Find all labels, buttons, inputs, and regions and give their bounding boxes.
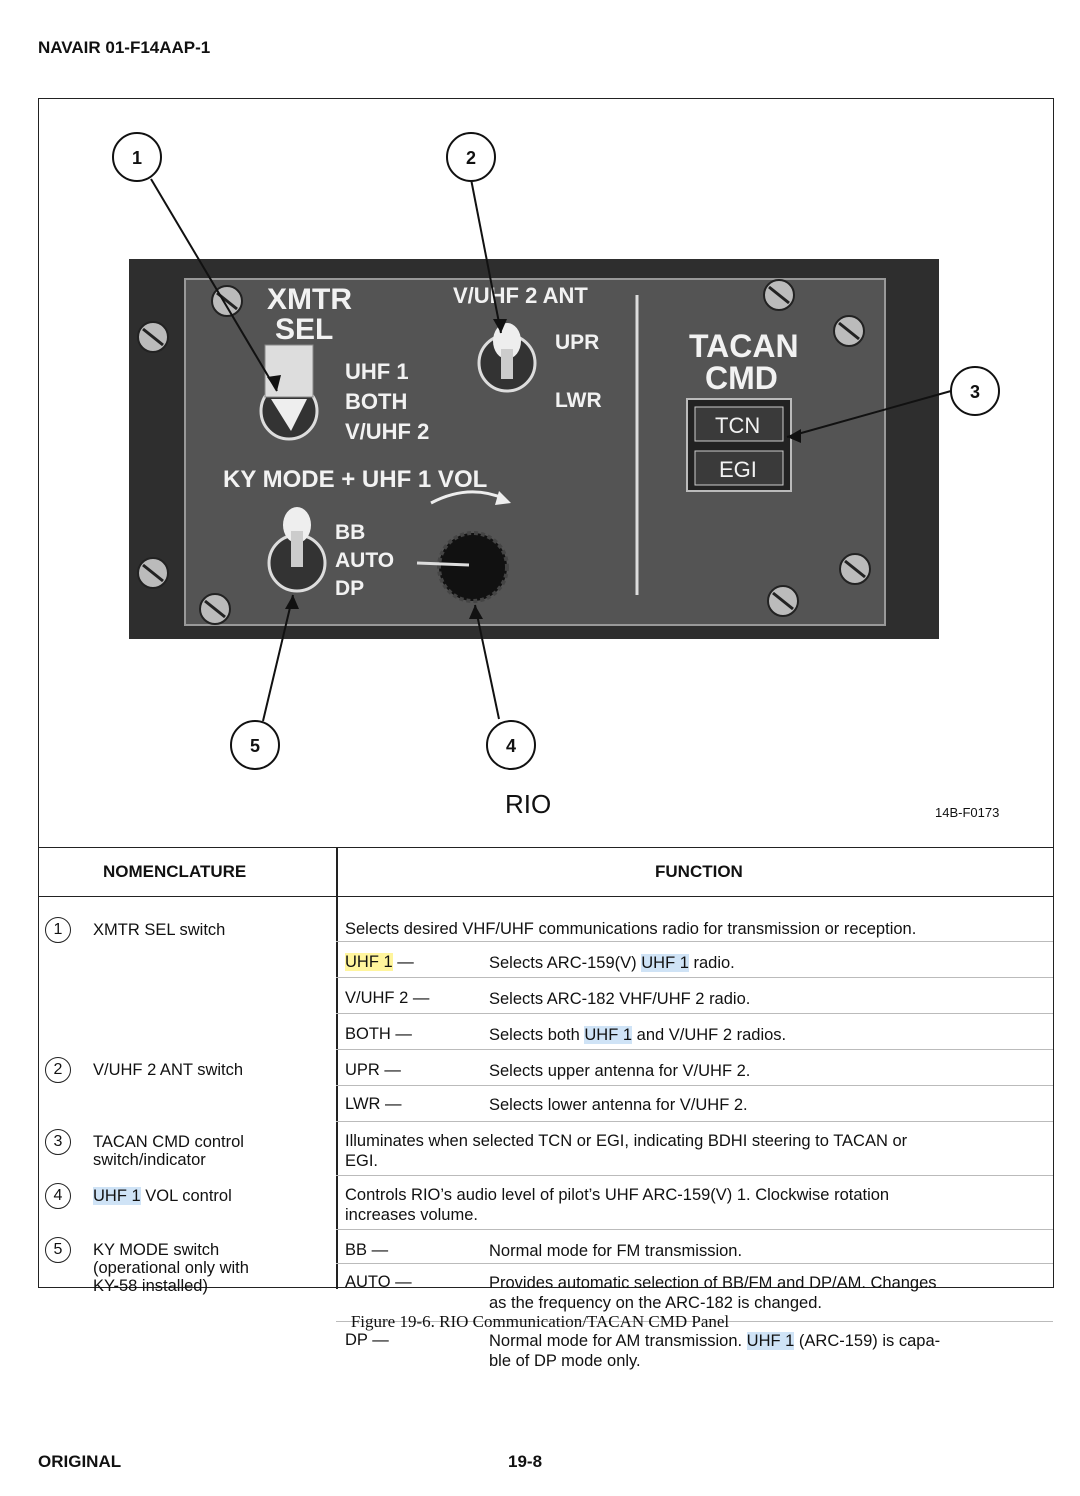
position-desc: Normal mode for FM transmission.: [489, 1242, 743, 1260]
position-desc: Selects ARC-182 VHF/UHF 2 radio.: [489, 990, 751, 1008]
divider: [336, 1013, 1053, 1014]
nomenclature: V/UHF 2 ANT switch: [93, 1061, 244, 1079]
function-text: Selects desired VHF/UHF communications r…: [345, 920, 917, 938]
item-number: 3: [45, 1129, 71, 1155]
divider: [336, 1049, 1053, 1050]
label-auto: AUTO: [335, 549, 394, 572]
xmtr-sel-toggle-icon: [259, 344, 319, 441]
footer-original: ORIGINAL: [38, 1452, 122, 1471]
label-cmd: CMD: [705, 360, 778, 396]
station-label: RIO: [505, 789, 552, 819]
volume-knob-icon: [416, 490, 511, 603]
label-sel: SEL: [275, 313, 333, 346]
panel-drawing: XMTR SEL UHF 1 BOTH V/UHF 2 V/UHF 2 ANT …: [112, 132, 1000, 770]
position-key: DP —: [345, 1331, 389, 1349]
label-ky-title: KY MODE + UHF 1 VOL: [223, 466, 487, 493]
tacan-button-block-icon: [686, 398, 792, 492]
divider: [336, 1175, 1053, 1176]
figure-frame: XMTR SEL UHF 1 BOTH V/UHF 2 V/UHF 2 ANT …: [38, 98, 1054, 1370]
item-number: 4: [45, 1183, 71, 1209]
function-text: Controls RIO’s audio level of pilot’s UH…: [345, 1186, 890, 1224]
callout-4: 4: [506, 736, 516, 756]
function-text: Illuminates when selected TCN or EGI, in…: [345, 1132, 908, 1170]
page-number: 19-8: [508, 1452, 543, 1471]
label-egi: EGI: [719, 457, 757, 482]
callout-2: 2: [466, 148, 476, 168]
callout-3: 3: [970, 382, 980, 402]
label-vuhf2: V/UHF 2: [345, 419, 429, 444]
table-header: NOMENCLATURE FUNCTION: [39, 847, 1053, 897]
position-key: BOTH —: [345, 1025, 412, 1043]
label-xmtr: XMTR: [267, 283, 352, 316]
divider: [336, 1121, 1053, 1122]
position-desc: Selects upper antenna for V/UHF 2.: [489, 1062, 751, 1080]
divider: [336, 941, 1053, 942]
nomenclature: UHF 1 VOL control: [93, 1187, 232, 1205]
position-key: LWR —: [345, 1095, 402, 1113]
panel-illustration: XMTR SEL UHF 1 BOTH V/UHF 2 V/UHF 2 ANT …: [39, 99, 1053, 847]
callout-1: 1: [132, 148, 142, 168]
position-desc: Normal mode for AM transmission. UHF 1 (…: [489, 1332, 941, 1370]
position-desc: Selects ARC-159(V) UHF 1 radio.: [489, 954, 735, 972]
position-key: V/UHF 2 —: [345, 989, 430, 1007]
divider: [336, 1229, 1053, 1230]
document-id: NAVAIR 01-F14AAP-1: [38, 38, 211, 57]
label-both: BOTH: [345, 389, 407, 414]
divider: [336, 1321, 1053, 1322]
ky-mode-toggle-icon: [267, 507, 327, 593]
nomenclature: XMTR SEL switch: [93, 921, 226, 939]
divider: [336, 977, 1053, 978]
position-key: UHF 1 —: [345, 953, 414, 971]
label-ant-title: V/UHF 2 ANT: [453, 283, 588, 308]
figure-id: 14B-F0173: [935, 805, 1000, 820]
header-function: FUNCTION: [655, 862, 743, 881]
position-desc: Provides automatic selection of BB/FM an…: [489, 1274, 937, 1312]
item-number: 1: [45, 917, 71, 943]
position-key: AUTO —: [345, 1273, 412, 1291]
column-divider: [336, 847, 338, 1289]
label-tcn: TCN: [715, 413, 760, 438]
figure-caption: Figure 19-6. RIO Communication/TACAN CMD…: [350, 1312, 730, 1331]
callout-5: 5: [250, 736, 260, 756]
divider: [336, 1263, 1053, 1264]
divider: [336, 1085, 1053, 1086]
label-lwr: LWR: [555, 389, 602, 412]
label-tacan: TACAN: [689, 328, 799, 364]
item-number: 5: [45, 1237, 71, 1263]
leader-lines: [150, 178, 952, 722]
position-desc: Selects both UHF 1 and V/UHF 2 radios.: [489, 1026, 787, 1044]
position-key: BB —: [345, 1241, 389, 1259]
label-uhf1: UHF 1: [345, 359, 409, 384]
item-number: 2: [45, 1057, 71, 1083]
label-bb: BB: [335, 521, 365, 544]
label-dp: DP: [335, 577, 364, 600]
label-upr: UPR: [555, 331, 599, 354]
header-nomenclature: NOMENCLATURE: [103, 862, 247, 881]
position-key: UPR —: [345, 1061, 401, 1079]
position-desc: Selects lower antenna for V/UHF 2.: [489, 1096, 748, 1114]
